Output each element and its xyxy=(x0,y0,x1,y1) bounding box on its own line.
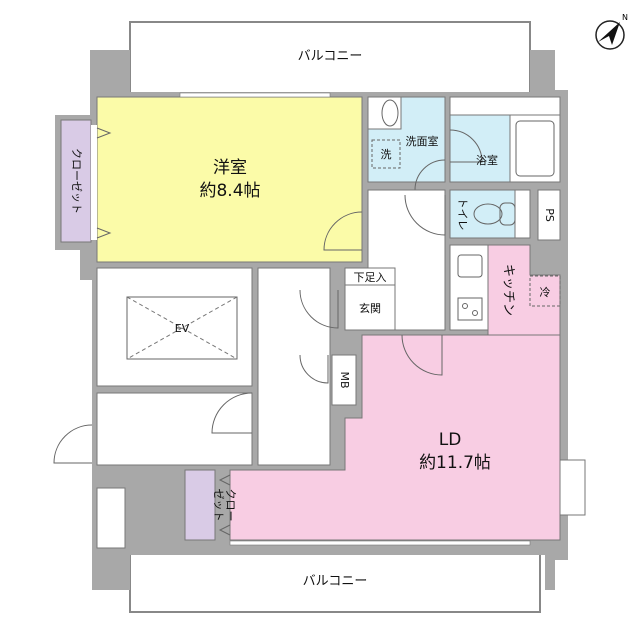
western-room-label: 洋室 xyxy=(213,158,247,178)
common-corridor xyxy=(96,392,253,466)
closet-left-label: クローゼット xyxy=(70,148,83,214)
entry-corridor xyxy=(257,267,331,466)
entrance-label: 玄関 xyxy=(359,301,381,315)
balcony-top xyxy=(129,21,531,95)
shoe-storage-label: 下足入 xyxy=(354,271,387,284)
compass-label: N xyxy=(622,13,628,22)
ps-shaft xyxy=(537,189,561,241)
western-room-size: 約8.4帖 xyxy=(199,181,260,201)
stove-icon xyxy=(457,297,483,321)
mb-shaft xyxy=(331,354,357,406)
washer-space xyxy=(371,139,401,169)
north-arrow-icon: N xyxy=(595,13,628,50)
bathroom-label: 浴室 xyxy=(476,153,498,167)
ps-label: PS xyxy=(543,208,556,222)
toilet-label: トイレ xyxy=(456,198,469,231)
western-room-window xyxy=(179,92,331,98)
closet-bottom-label-1: クロー xyxy=(224,489,237,522)
ev-label: EV xyxy=(175,322,190,335)
closet-bottom xyxy=(184,469,216,541)
fridge-space xyxy=(529,275,561,307)
balcony-bottom xyxy=(129,549,541,613)
closet-left-door xyxy=(91,125,97,240)
fridge-label: 冷 xyxy=(540,286,551,299)
closet-bottom-label-2: ゼット xyxy=(212,489,225,522)
ld-size: 約11.7帖 xyxy=(419,453,491,473)
washer-label: 洗 xyxy=(381,148,392,161)
toilet xyxy=(449,189,516,239)
balcony-bottom-label: バルコニー xyxy=(303,574,368,589)
washroom-label: 洗面室 xyxy=(406,134,439,148)
front-door[interactable] xyxy=(299,289,339,329)
balcony-top-label: バルコニー xyxy=(298,49,363,64)
sink xyxy=(367,96,402,130)
mb-label: MB xyxy=(338,371,351,388)
door-western[interactable] xyxy=(323,211,363,251)
living-dining xyxy=(229,334,561,541)
bathtub xyxy=(509,114,561,183)
kitchen-label: キッチン xyxy=(501,264,516,316)
entrance xyxy=(344,284,396,331)
western-room xyxy=(96,96,363,263)
ld-label: LD xyxy=(439,430,462,450)
